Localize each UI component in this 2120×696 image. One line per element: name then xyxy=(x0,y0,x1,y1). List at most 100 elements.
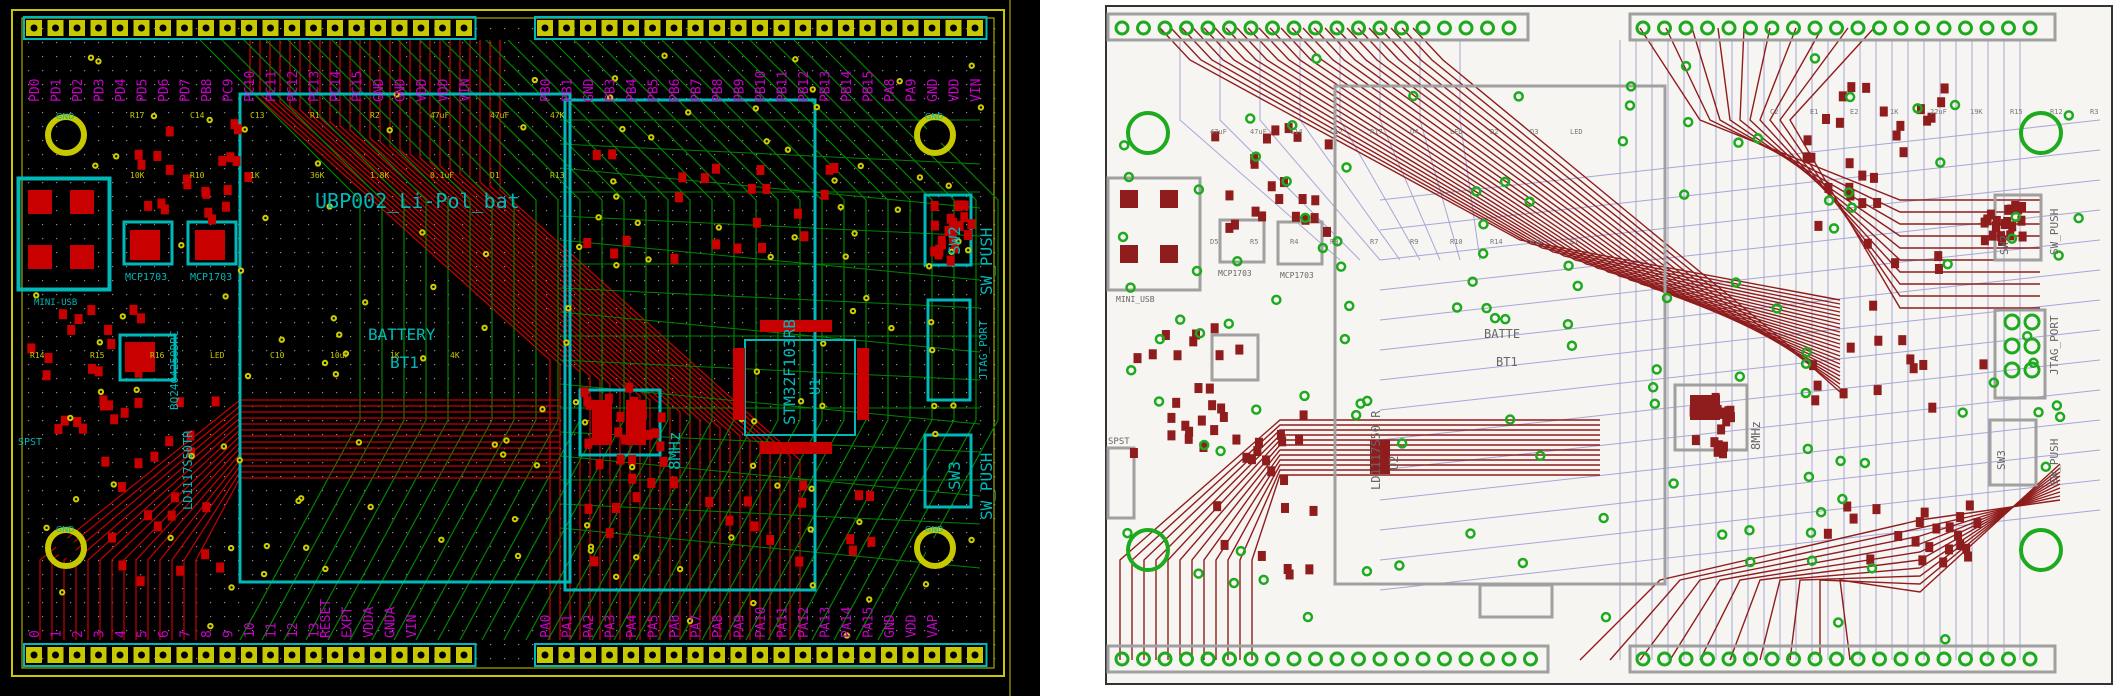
top-right-pin-label: PB4 xyxy=(625,78,640,102)
top-right-pin-label: PB11 xyxy=(776,71,791,102)
component-ref: R1 xyxy=(310,111,320,120)
mounting-holes xyxy=(1126,111,2063,572)
bottom-left-pin-label: VIN xyxy=(405,615,420,638)
bottom-num-label: 7 xyxy=(179,630,194,638)
sw3-label: SW3 xyxy=(1995,450,2008,470)
top-left-pin-label: VDD xyxy=(437,78,452,102)
component-ref: E1 xyxy=(1810,108,1818,116)
component-ref: 1K xyxy=(1890,108,1899,116)
bottom-right-pin-label: PA13 xyxy=(819,607,834,638)
bottom-num-label: 12 xyxy=(286,622,301,638)
top-left-pin-label: VIN xyxy=(458,79,473,102)
bottom-right-pin-label: PA7 xyxy=(690,615,705,638)
crystal-label: 8MHz xyxy=(665,431,684,470)
ldo-ref: U2 xyxy=(1387,456,1401,470)
battery-label: BATTERY xyxy=(368,325,436,344)
top-left-pin-label: PC14 xyxy=(329,71,344,102)
sw-push-bottom: SW_PUSH xyxy=(2048,439,2061,485)
top-left-pin-label: PC15 xyxy=(351,71,366,102)
top-right-pin-label: PB8 xyxy=(711,79,726,102)
mcu-footprint[interactable] xyxy=(733,320,869,454)
component-ref: R13 xyxy=(550,171,565,180)
component-ref: R4 xyxy=(1290,238,1298,246)
bottom-num-label: 11 xyxy=(265,622,280,638)
bottom-num-label: 2 xyxy=(71,630,86,638)
sw-push-bottom: SW_PUSH xyxy=(977,453,996,520)
bottom-num-label: 8 xyxy=(200,630,215,638)
bottom-num-label: 4 xyxy=(114,630,129,638)
pin-headers xyxy=(23,16,988,667)
eagle-pcb-view[interactable]: BATTE BT1 LD1117S50 R U2 8MHz SW2 SW3 SW… xyxy=(1100,0,2120,696)
board-outline-inner xyxy=(21,17,995,669)
top-left-pin-label: PD1 xyxy=(50,79,65,102)
top-right-pin-label: GND xyxy=(582,78,597,102)
bottom-num-label: 5 xyxy=(136,630,151,638)
bottom-num-label: 10 xyxy=(243,622,258,638)
copper-traces xyxy=(39,39,999,641)
component-ref: 4K xyxy=(450,351,460,360)
component-ref: 47K xyxy=(550,111,565,120)
reg1-label: MCP1703 xyxy=(1218,269,1252,278)
component-ref: R17 xyxy=(1370,128,1383,136)
top-left-pin-label: PD0 xyxy=(28,79,43,102)
sw-push-top: SW_PUSH xyxy=(977,228,996,295)
component-ref: 47uF xyxy=(1210,128,1227,136)
top-right-pin-label: PB5 xyxy=(647,79,662,102)
component-ref: LED xyxy=(1570,128,1583,136)
bottom-right-pin-label: PA12 xyxy=(797,607,812,638)
battery-ref: BT1 xyxy=(1496,355,1518,369)
top-left-pin-label: PC13 xyxy=(308,71,323,102)
component-ref: 19K xyxy=(1970,108,1983,116)
battery-ref: BT1 xyxy=(390,353,419,372)
board-title: UBP002_Li-Pol_bat xyxy=(315,189,520,213)
top-left-pin-label: PD3 xyxy=(93,79,108,102)
gnd-label: GND xyxy=(56,112,74,121)
bottom-num-label: 6 xyxy=(157,630,172,638)
component-ref: R17 xyxy=(130,111,145,120)
top-left-pin-label: PC11 xyxy=(265,71,280,102)
ldo-label: LD1117S50 R xyxy=(1369,410,1383,490)
top-right-pin-label: VDD xyxy=(948,78,963,102)
component-ref: R14 xyxy=(1490,238,1503,246)
gnd-label: GND xyxy=(925,525,943,534)
component-ref: C10 xyxy=(270,351,285,360)
bottom-right-pin-label: PA3 xyxy=(604,615,619,638)
bottom-right-pin-label: PA9 xyxy=(733,615,748,638)
bottom-left-pin-label: RESET xyxy=(319,599,334,638)
component-ref: LED xyxy=(1450,128,1463,136)
mini-usb-label: MINI_USB xyxy=(1116,295,1155,304)
package-outlines xyxy=(1106,12,2057,674)
sw2-label: SW2 xyxy=(945,226,964,255)
bottom-right-pin-label: PA10 xyxy=(754,607,769,638)
component-pads xyxy=(19,52,985,639)
bottom-right-pin-label: PA1 xyxy=(561,615,576,638)
top-left-pin-label: PD6 xyxy=(157,79,172,102)
top-right-pin-label: PB12 xyxy=(797,71,812,102)
top-right-pin-label: PB7 xyxy=(690,79,705,102)
right-labels: BATTE BT1 LD1117S50 R U2 8MHz SW2 SW3 SW… xyxy=(1108,209,2061,490)
top-right-pin-label: PB9 xyxy=(733,79,748,102)
mcu-label: STM32F103RB xyxy=(780,319,799,425)
component-ref: C1 xyxy=(1570,238,1578,246)
top-left-pin-label: PC12 xyxy=(286,71,301,102)
component-ref: R15 xyxy=(2010,108,2023,116)
component-ref: 47uF xyxy=(430,111,449,120)
bottom-right-pin-label: GND xyxy=(883,614,898,638)
left-labels: UBP002_Li-Pol_bat BATTERY BT1 STM32F103R… xyxy=(18,189,996,520)
usb-label: MINI-USB xyxy=(34,298,77,308)
component-ref: 47uF xyxy=(1250,128,1267,136)
bottom-right-pin-label: PA8 xyxy=(711,615,726,638)
kicad-pcb-view[interactable]: GND GND GND GND UBP002_Li-Pol_bat BATTERY B… xyxy=(0,0,1040,696)
component-ref: 47uF xyxy=(490,111,509,120)
crystal-label: 8MHz xyxy=(1749,421,1763,450)
mcu-ref: U1 xyxy=(808,378,824,395)
top-left-pin-label: GND xyxy=(394,78,409,102)
top-right-pin-label: PB0 xyxy=(539,79,554,102)
regulator2-label: MCP1703 xyxy=(190,272,232,283)
board-background xyxy=(1105,5,2113,685)
bottom-right-pin-label: VDD xyxy=(905,614,920,638)
component-ref: C12 xyxy=(1330,128,1343,136)
vias-and-pins xyxy=(1114,20,2084,667)
top-left-pin-label: PC10 xyxy=(243,71,258,102)
